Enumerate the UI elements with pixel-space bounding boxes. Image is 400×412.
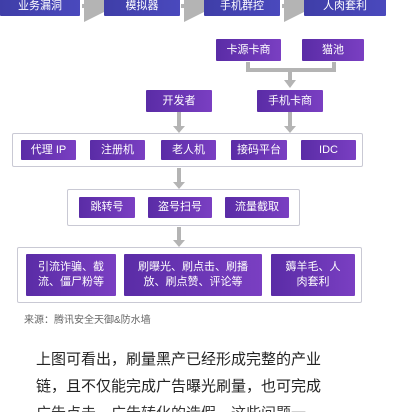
- node-cat-pool: 猫池: [302, 39, 364, 61]
- node-registration-bot: 注册机: [90, 140, 145, 160]
- node-idc: IDC: [301, 140, 356, 160]
- node-fraud-traffic-bots: 引流诈骗、截流、僵尸粉等: [26, 254, 116, 296]
- node-developer: 开发者: [146, 90, 212, 112]
- node-coupon-abuse-arbitrage: 薅羊毛、人肉套利: [271, 254, 355, 296]
- body-paragraph: 上图可看出，刷量黑产已经形成完整的产业 链，且不仅能完成广告曝光刷量，也可完成 …: [36, 346, 336, 412]
- tier1-to-tier2-arrow: [173, 168, 185, 189]
- node-card-source-dealer: 卡源卡商: [216, 39, 281, 61]
- paragraph-line: 链，且不仅能完成广告曝光刷量，也可完成: [36, 378, 322, 395]
- mid-to-tier1-arrows: [173, 112, 296, 133]
- paragraph-line: 上图可看出，刷量黑产已经形成完整的产业: [36, 351, 322, 368]
- node-manual-arbitrage: 人肉套利: [304, 0, 386, 16]
- source-note: 来源：腾讯安全天御&防水墙: [24, 315, 151, 326]
- node-phone-group-control: 手机群控: [204, 0, 280, 16]
- flow-arrows: [82, 0, 336, 247]
- node-phone-card-dealer: 手机卡商: [257, 90, 323, 112]
- node-fake-exposure-clicks: 刷曝光、刷点击、刷播放、刷点赞、评论等: [124, 254, 262, 296]
- node-business-vulnerability: 业务漏洞: [0, 0, 80, 16]
- node-account-theft-scan: 盗号扫号: [148, 197, 212, 218]
- node-redirect-number: 跳转号: [79, 197, 135, 218]
- paragraph-line: 广告点击、广告转化的造假，这些问题一: [36, 400, 336, 412]
- node-traffic-interception: 流量截取: [225, 197, 289, 218]
- node-proxy-ip: 代理 IP: [21, 140, 76, 160]
- tier2-to-tier3-arrow: [173, 227, 185, 247]
- node-feature-phone: 老人机: [161, 140, 216, 160]
- node-emulator: 模拟器: [104, 0, 180, 16]
- source-merge-arrow: [246, 62, 336, 88]
- node-sms-code-platform: 接码平台: [231, 140, 287, 160]
